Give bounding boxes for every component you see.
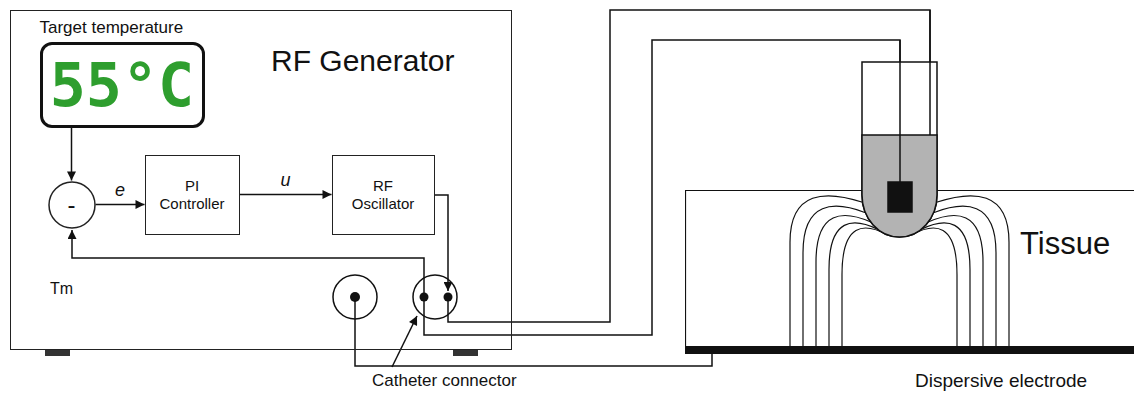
dispersive-socket bbox=[333, 275, 377, 319]
part-label: Catheter connector bbox=[372, 371, 517, 391]
node-label: Dispersive electrode bbox=[915, 370, 1087, 392]
node-label: Target temperature bbox=[40, 18, 184, 38]
foot bbox=[45, 350, 70, 356]
node-value: 55°C bbox=[50, 55, 195, 115]
current-line bbox=[934, 206, 997, 346]
current-line bbox=[928, 215, 983, 346]
electrode-wire bbox=[929, 10, 931, 135]
catheter-socket bbox=[413, 275, 457, 319]
socket-pin bbox=[350, 292, 360, 302]
rf-oscillator-box: RF Oscillator bbox=[332, 155, 435, 235]
tissue-block: Tissue bbox=[685, 190, 1134, 346]
signal-arrow bbox=[240, 194, 332, 196]
catheter bbox=[862, 10, 937, 237]
tissue-outline bbox=[685, 190, 1134, 346]
junction-circle bbox=[49, 182, 95, 228]
electrode-wire bbox=[448, 10, 930, 322]
signal-arrow bbox=[71, 128, 73, 181]
socket-pin bbox=[420, 293, 429, 302]
node-label: RF Generator bbox=[271, 44, 454, 79]
generator-feet bbox=[45, 350, 478, 356]
pi-controller-box: PI Controller bbox=[145, 155, 240, 235]
node-label: RF Oscillator bbox=[340, 177, 426, 212]
temperature-display: Target temperature55°C bbox=[40, 42, 205, 128]
tissue-border bbox=[686, 191, 1134, 347]
signal-name: e bbox=[115, 180, 125, 201]
node-label: PI Controller bbox=[152, 177, 232, 212]
current-line bbox=[816, 215, 871, 346]
dispersive-wire bbox=[355, 297, 712, 366]
leader-arrow bbox=[392, 316, 417, 367]
temperature-sensor bbox=[888, 182, 912, 212]
current-line bbox=[803, 206, 866, 346]
current-line bbox=[912, 228, 957, 346]
current-line bbox=[829, 223, 878, 346]
socket-pin bbox=[444, 293, 453, 302]
current-line bbox=[936, 196, 1009, 346]
signal-name: Tm bbox=[50, 280, 73, 298]
signal-name: u bbox=[280, 170, 290, 191]
summing-junction: - bbox=[48, 181, 96, 229]
current-line bbox=[842, 228, 887, 346]
signal-arrow bbox=[96, 204, 145, 206]
generator-housing: RF GeneratorTarget temperature55°C-PI Co… bbox=[10, 10, 512, 350]
node-label: - bbox=[68, 191, 76, 219]
dispersive-electrode: Dispersive electrode bbox=[685, 346, 1134, 354]
node-label: Tissue bbox=[1020, 226, 1110, 262]
foot bbox=[453, 350, 478, 356]
sensor-wire bbox=[899, 40, 901, 182]
current-line bbox=[790, 196, 863, 346]
feedback-wire bbox=[72, 230, 424, 297]
current-line bbox=[921, 223, 970, 346]
